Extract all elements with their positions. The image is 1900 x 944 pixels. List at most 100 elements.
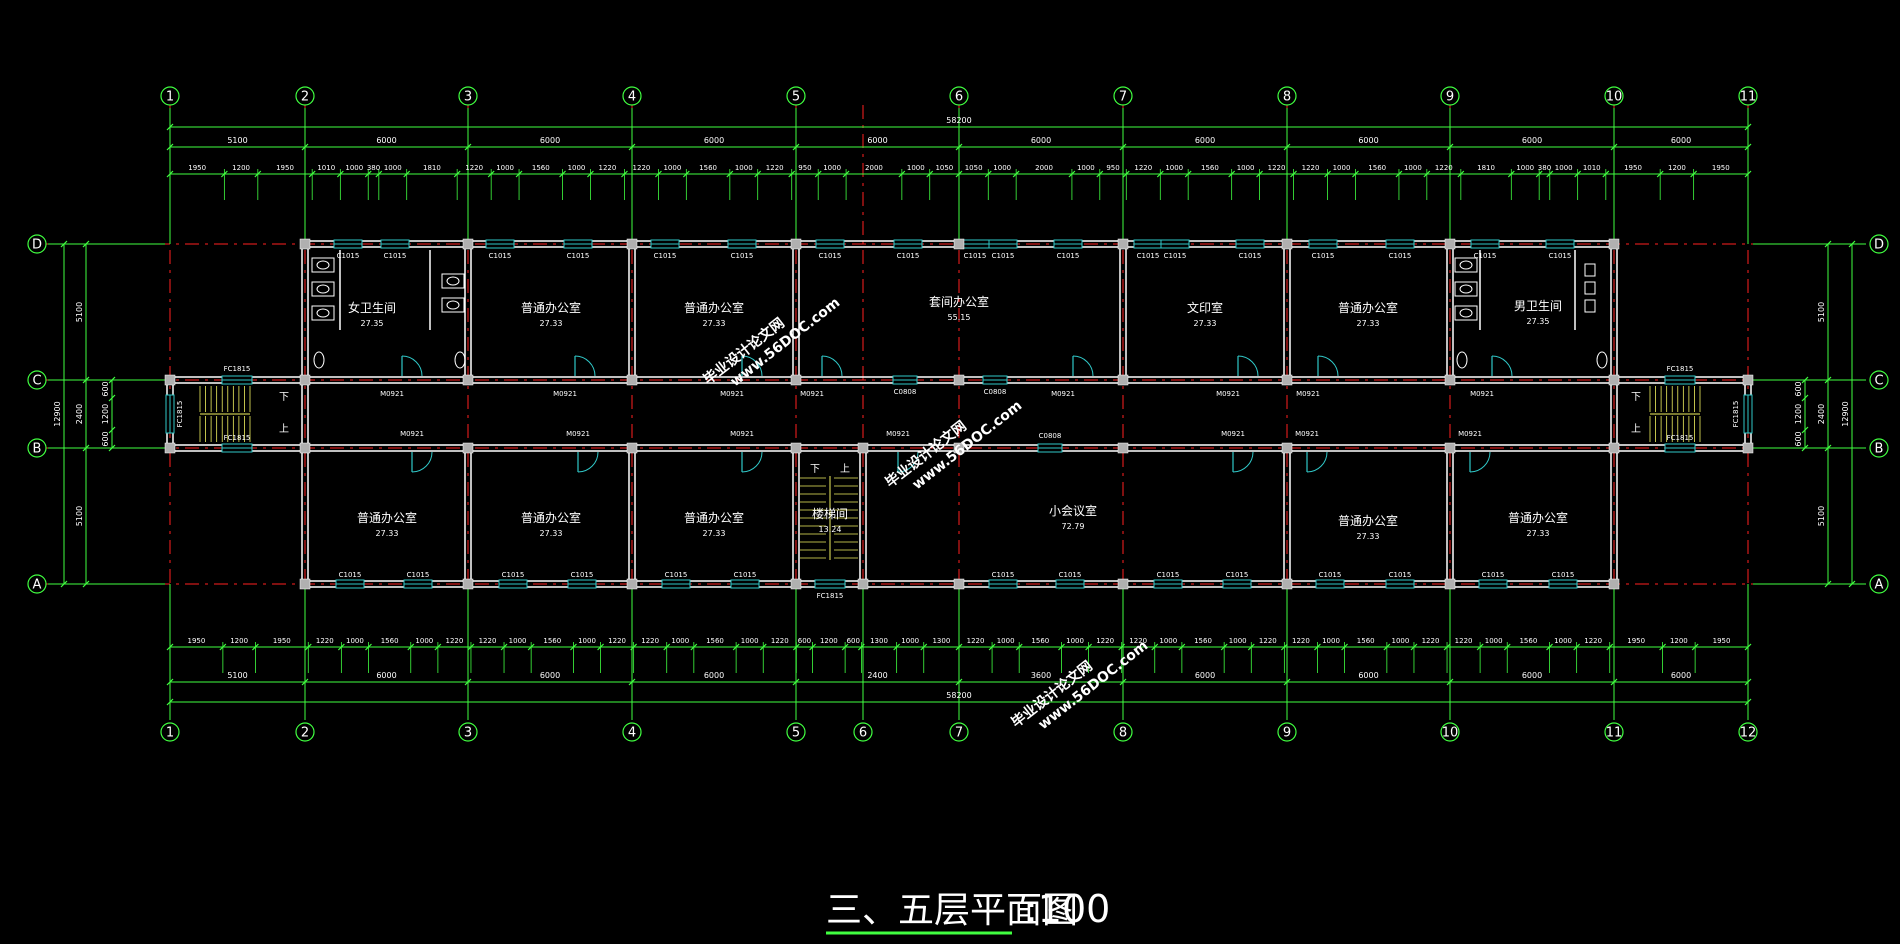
dim-detail-top-label: 1000 — [1555, 164, 1573, 172]
room-name: 普通办公室 — [684, 300, 744, 315]
basin — [454, 351, 466, 369]
column — [1117, 374, 1129, 386]
window-north-label: C1015 — [1057, 252, 1080, 260]
dim-detail-top-label: 1220 — [1302, 164, 1320, 172]
dim-left-rows-label: 5100 — [75, 302, 84, 322]
dim-bays-bottom-label: 6000 — [1358, 671, 1378, 680]
dim-detail-top-label: 1220 — [1435, 164, 1453, 172]
dim-detail-top-label: 1000 — [1165, 164, 1183, 172]
door-north-label: M0921 — [380, 390, 404, 398]
axis-lines — [40, 105, 1860, 720]
column — [1608, 374, 1620, 386]
dim-detail-top-label: 1560 — [1201, 164, 1219, 172]
dim-bays-top-label: 5100 — [227, 136, 247, 145]
window-south-label: C1015 — [1059, 571, 1082, 579]
axis-bubble-top: 2 — [301, 90, 309, 105]
dim-detail-bottom-label: 1000 — [1322, 637, 1340, 645]
column — [462, 442, 474, 454]
dim-detail-top-label: 1220 — [633, 164, 651, 172]
room-area: 27.33 — [1357, 532, 1380, 541]
urinal — [1584, 299, 1596, 313]
toilet-wc-men-bowl — [1459, 284, 1473, 294]
dim-overall-top-label: 58200 — [946, 116, 971, 125]
dim-detail-bottom-label: 1560 — [706, 637, 724, 645]
basin — [1456, 351, 1468, 369]
column — [857, 442, 869, 454]
stair-east — [1649, 386, 1701, 442]
door-north-label: M0921 — [800, 390, 824, 398]
column — [299, 374, 311, 386]
basin — [1596, 351, 1608, 369]
window-south-label: C1015 — [1389, 571, 1412, 579]
dim-detail-bottom-label: 1220 — [967, 637, 985, 645]
dim-detail-bottom-label: 1300 — [870, 637, 888, 645]
dim-detail-bottom-label: 1220 — [316, 637, 334, 645]
room-name: 楼梯间 — [812, 506, 848, 521]
axis-bubble-left: A — [33, 578, 42, 593]
dim-right-detail-tick — [1801, 394, 1809, 402]
axis-bubble-left: D — [32, 238, 42, 253]
window-stair-end-label: FC1815 — [176, 401, 184, 428]
window-north-label: C1015 — [654, 252, 677, 260]
stair-central — [800, 476, 858, 560]
toilet-wc-women-box — [311, 281, 335, 297]
axis-bubble-bottom-circle — [1277, 722, 1297, 742]
axis-bubble-bottom-circle — [1604, 722, 1624, 742]
dim-detail-bottom-label: 1950 — [273, 637, 291, 645]
dim-right-rows-tick — [1824, 376, 1832, 384]
dim-detail-bottom-label: 1000 — [1554, 637, 1572, 645]
dim-bays-bottom-label: 5100 — [227, 671, 247, 680]
column — [1281, 238, 1293, 250]
axis-bubble-left-circle — [27, 370, 47, 390]
dim-detail-top-label: 950 — [1106, 164, 1119, 172]
dim-detail-bottom-label: 600 — [847, 637, 860, 645]
dim-detail-top-label: 1000 — [345, 164, 363, 172]
window-south-label: C1015 — [734, 571, 757, 579]
dim-detail-bottom-label: 1560 — [543, 637, 561, 645]
window-north-label: C1015 — [337, 252, 360, 260]
doors — [401, 355, 1513, 473]
axis-bubble-top: 8 — [1283, 90, 1291, 105]
axis-bubble-bottom-circle — [295, 722, 315, 742]
column — [164, 442, 176, 454]
column — [953, 442, 965, 454]
dim-detail-top-label: 380 — [1538, 164, 1551, 172]
column — [299, 578, 311, 590]
axis-bubble-left: B — [33, 442, 42, 457]
dim-detail-top-label: 2000 — [865, 164, 883, 172]
dim-right-rows-label: 5100 — [1817, 506, 1826, 526]
dim-left-rows-tick — [82, 444, 90, 452]
door-south-swing — [411, 451, 433, 473]
column — [1444, 238, 1456, 250]
axis-bubble-bottom: 4 — [628, 726, 636, 741]
dim-detail-bottom-label: 1000 — [578, 637, 596, 645]
door-north-label: M0921 — [1051, 390, 1075, 398]
axis-bubble-bottom: 12 — [1740, 726, 1757, 741]
axis-bubble-right-circle — [1869, 438, 1889, 458]
dim-detail-bottom-label: 1200 — [820, 637, 838, 645]
door-south-label: M0921 — [1221, 430, 1245, 438]
dim-detail-bottom-label: 1220 — [608, 637, 626, 645]
dim-detail-top-label: 1220 — [599, 164, 617, 172]
column — [1281, 578, 1293, 590]
dim-detail-bottom-label: 1220 — [1584, 637, 1602, 645]
axis-bubble-bottom-circle — [853, 722, 873, 742]
room-name: 普通办公室 — [357, 510, 417, 525]
column — [626, 374, 638, 386]
door-north-label: M0921 — [1216, 390, 1240, 398]
dim-left-detail-tick — [108, 376, 116, 384]
axis-bubble-bottom: 1 — [166, 726, 174, 741]
dim-detail-bottom-label: 1220 — [641, 637, 659, 645]
column — [790, 578, 802, 590]
column — [626, 578, 638, 590]
dim-bays-top-label: 6000 — [1031, 136, 1051, 145]
column — [1444, 578, 1456, 590]
window-north-label: C1015 — [1474, 252, 1497, 260]
dim-right-rows-label: 5100 — [1817, 302, 1826, 322]
dim-detail-top-label: 1010 — [317, 164, 335, 172]
dim-detail-bottom-label: 1000 — [1229, 637, 1247, 645]
room-area: 72.79 — [1062, 522, 1085, 531]
room-area: 27.33 — [540, 319, 563, 328]
dim-detail-top-label: 1810 — [1477, 164, 1495, 172]
dim-right-rows-tick — [1824, 580, 1832, 588]
